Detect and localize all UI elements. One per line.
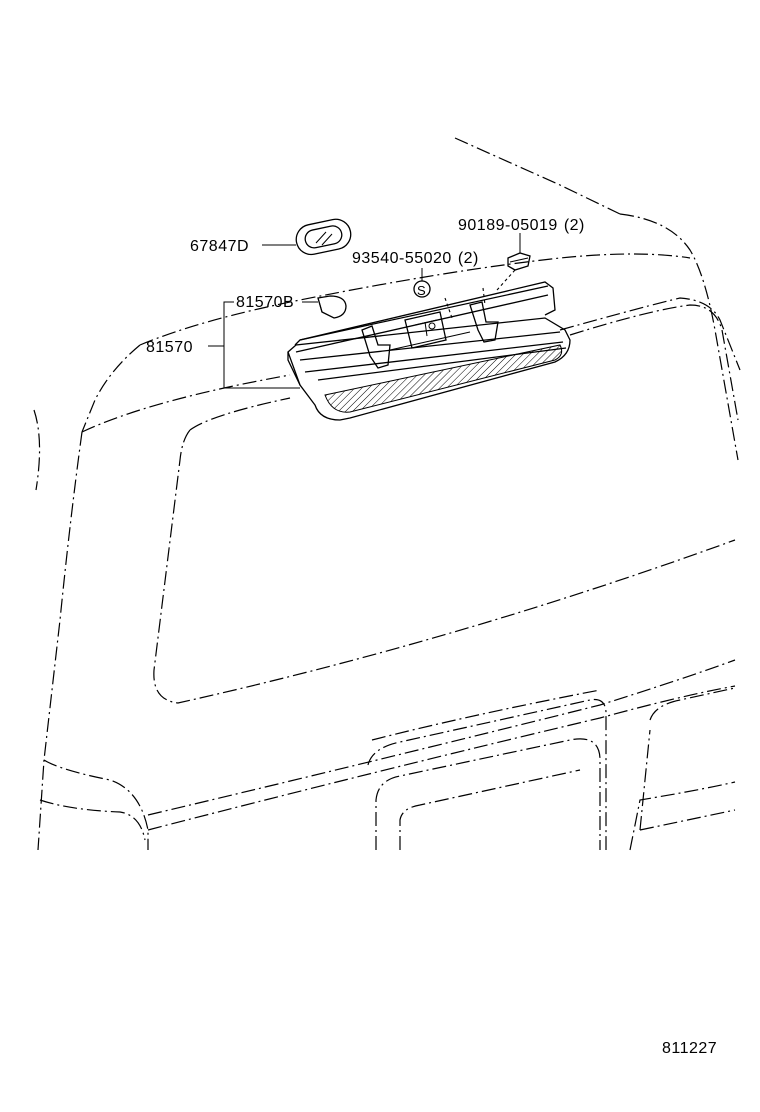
- label-grommet: 67847D: [190, 238, 249, 255]
- label-lamp-assembly: 81570: [146, 339, 193, 356]
- label-clip: 90189-05019(2): [458, 217, 585, 234]
- bulb-part: [317, 295, 347, 319]
- diagram-code: 811227: [662, 1040, 717, 1057]
- vehicle-body-outline: [33, 137, 741, 851]
- label-screw: 93540-55020(2): [352, 250, 479, 267]
- label-bulb: 81570B: [236, 294, 294, 311]
- leader-lamp-assembly: [223, 301, 300, 389]
- grommet-part: [295, 218, 352, 256]
- high-mount-stop-lamp: [287, 281, 571, 421]
- screw-symbol: S: [417, 283, 426, 298]
